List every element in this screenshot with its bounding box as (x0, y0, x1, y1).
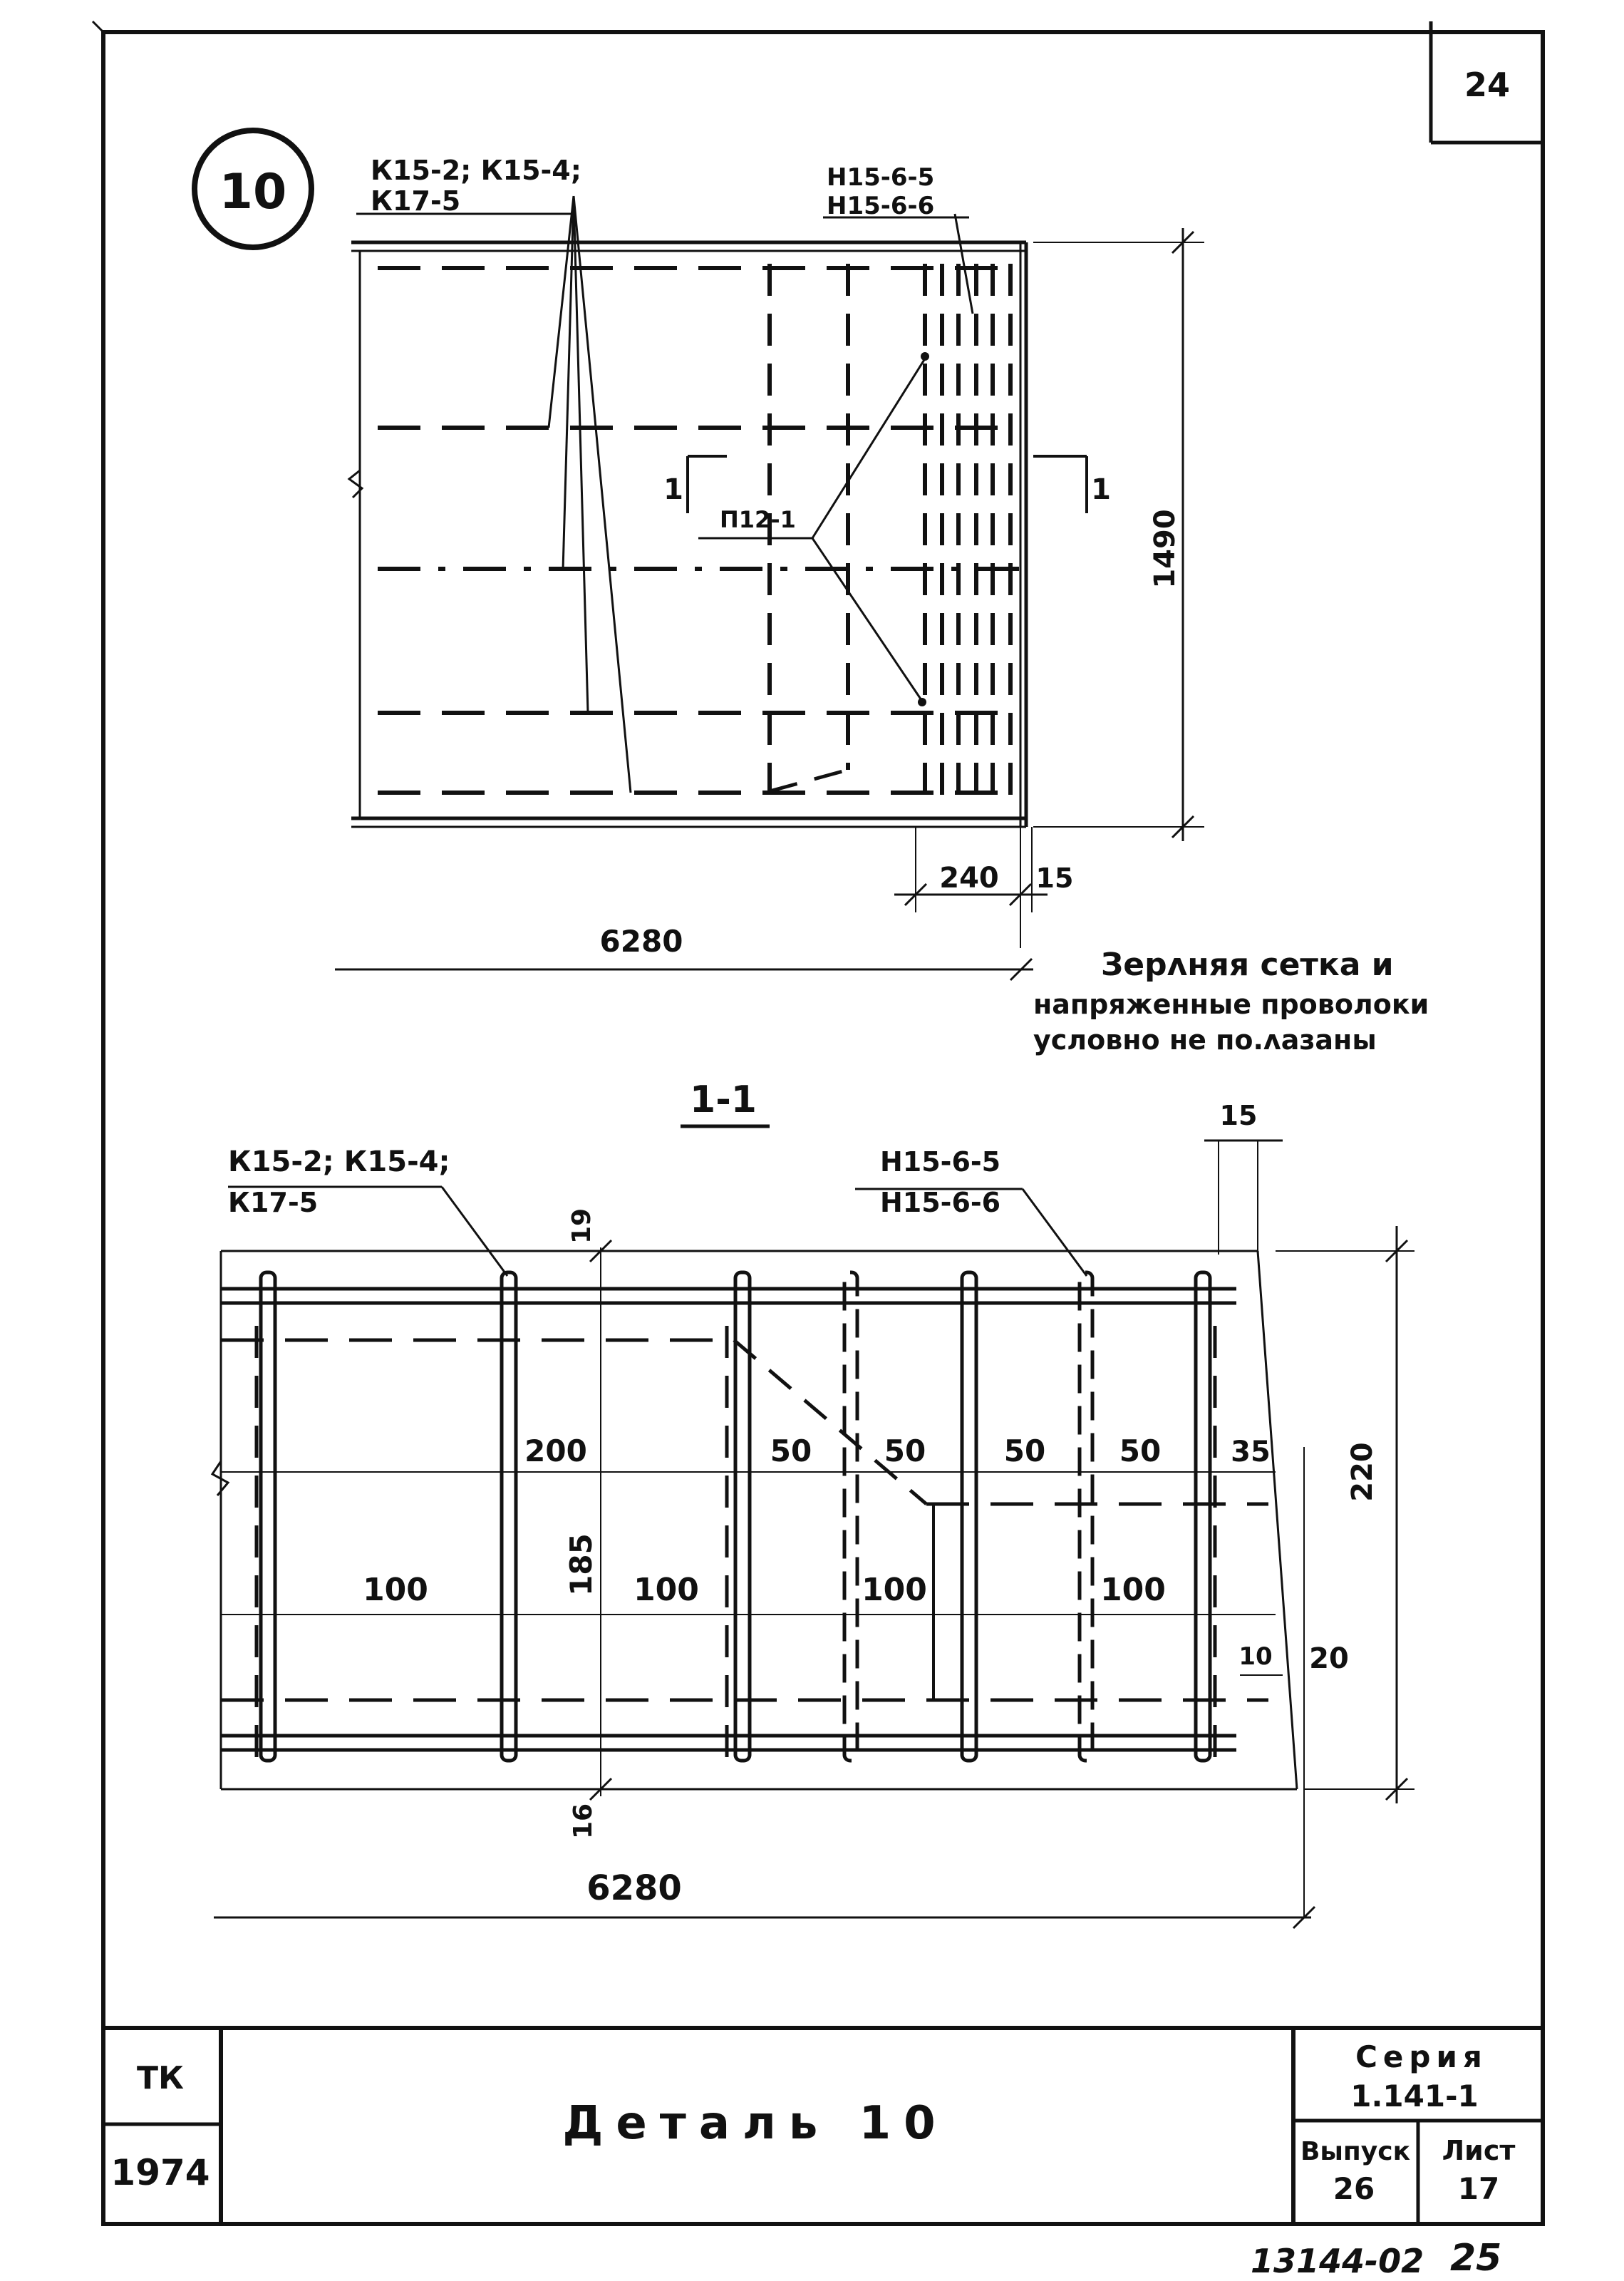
section-dim-10: 10 (1238, 1642, 1272, 1671)
section-dim-185: 185 (564, 1533, 599, 1596)
note-line3: условно не по.ʌазаны (1033, 1024, 1377, 1056)
plan-dim-240: 240 (939, 862, 999, 895)
title-block-code: ТК (137, 2060, 184, 2096)
note-line2: напряженные проволоки (1033, 989, 1429, 1020)
section-dim-16: 16 (569, 1803, 598, 1839)
plan-label-n-line1: Н15-6-5 (827, 163, 934, 192)
section-label-n-line1: Н15-6-5 (880, 1146, 1000, 1178)
series-label: Серия (1355, 2039, 1488, 2074)
section-dim-length: 6280 (586, 1868, 682, 1908)
section-dim-20: 20 (1309, 1642, 1349, 1675)
section-dim-19: 19 (567, 1208, 596, 1244)
section-view (210, 1139, 1414, 1930)
plan-view (335, 195, 1204, 982)
section-dim-35: 35 (1231, 1436, 1271, 1468)
section-dim-100c: 100 (862, 1572, 927, 1608)
plan-label-k-line1: К15-2; К15-4; (371, 155, 581, 186)
section-dim-220: 220 (1346, 1442, 1379, 1502)
section-dim-100b: 100 (633, 1572, 699, 1608)
plan-section-mark-right: 1 (1091, 473, 1111, 506)
plan-label-k-line2: К17-5 (371, 185, 460, 217)
footer-code: 13144-02 (1251, 2242, 1424, 2280)
detail-marker: 10 (192, 128, 314, 250)
section-dim-50a: 50 (770, 1433, 812, 1468)
title-block-title: Деталь 10 (562, 2097, 948, 2150)
series-value: 1.141-1 (1350, 2079, 1479, 2113)
section-dim-50d: 50 (1119, 1433, 1161, 1468)
footer-page: 25 (1450, 2237, 1501, 2280)
detail-marker-number: 10 (219, 164, 287, 220)
issue-label: Выпуск (1300, 2137, 1410, 2166)
issue-value: 26 (1333, 2171, 1375, 2206)
section-dim-100d: 100 (1100, 1572, 1166, 1608)
plan-section-mark-left: 1 (663, 473, 683, 506)
sheet-number: 24 (1464, 66, 1510, 104)
sheet-label: Лист (1442, 2135, 1516, 2166)
section-dim-100a: 100 (363, 1572, 428, 1608)
plan-label-n-line2: Н15-6-6 (827, 192, 934, 220)
sheet-value: 17 (1458, 2171, 1499, 2206)
plan-dim-15: 15 (1036, 863, 1074, 894)
section-dim-15: 15 (1220, 1100, 1258, 1131)
section-dim-50c: 50 (1004, 1433, 1045, 1468)
plan-dim-length: 6280 (600, 924, 683, 959)
section-label-k-line1: К15-2; К15-4; (228, 1145, 450, 1178)
plan-label-p: П12-1 (720, 506, 796, 533)
section-title: 1-1 (690, 1078, 757, 1121)
section-dim-200: 200 (524, 1433, 587, 1468)
plan-dim-height: 1490 (1149, 509, 1181, 588)
title-block (103, 2026, 1543, 2224)
section-label-k-line2: К17-5 (228, 1187, 318, 1218)
title-block-year: 1974 (110, 2152, 210, 2193)
sheet-frame (91, 20, 1545, 2226)
section-dim-50b: 50 (884, 1433, 926, 1468)
note-line1: Зерʌняя сетка и (1101, 947, 1394, 983)
section-label-n-line2: Н15-6-6 (880, 1187, 1000, 1218)
